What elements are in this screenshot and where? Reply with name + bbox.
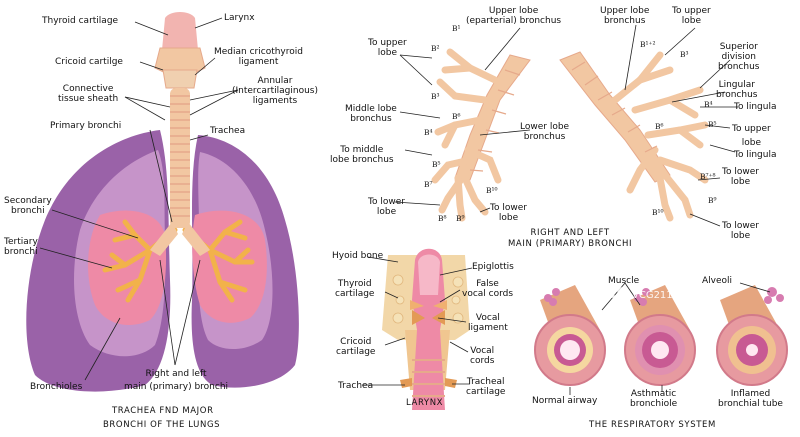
label-larynx-thyroid-cartilage: Thyroid cartilage — [335, 279, 375, 299]
label-to-middle-lobe-bronchus: To middle lobe bronchus — [330, 145, 394, 165]
label-median-cricothyroid-ligament: Median cricothyroid ligament — [214, 47, 303, 67]
caption-larynx: LARYNX — [406, 398, 444, 408]
label-to-lower-lobe-2: To lower lobe — [490, 203, 527, 223]
label-tertiary-bronchi: Tertiary bronchi — [4, 237, 38, 257]
caption-trachea-line1: TRACHEA FND MAJOR — [112, 406, 214, 416]
label-asthmatic-bronchiole: Asthmatic bronchiole — [630, 389, 678, 409]
label-thyroid-cartilage: Thyroid cartilage — [42, 16, 119, 26]
label-vocal-ligament: Vocal ligament — [468, 313, 508, 333]
label-superior-division-bronchus: Superior division bronchus — [718, 42, 760, 72]
label-upper-lobe-bronchus: Upper lobe bronchus — [600, 6, 650, 26]
label-normal-airway: Normal airway — [532, 396, 598, 406]
label-lower-lobe-bronchus: Lower lobe bronchus — [520, 122, 570, 142]
caption-bronchi: RIGHT AND LEFT MAIN (PRIMARY) BRONCHI — [508, 228, 633, 249]
label-to-lingula-2: To lingula — [734, 150, 777, 160]
segment-b3: B³ — [431, 92, 440, 101]
label-vocal-cords: Vocal cords — [470, 346, 495, 366]
label-larynx-trachea: Trachea — [338, 381, 374, 391]
watermark-logo: VCG — [592, 284, 630, 302]
segment-b10: B¹⁰ — [486, 186, 498, 195]
trachea-illustration — [150, 12, 210, 256]
segment-b6: B⁶ — [452, 112, 461, 121]
segment-lb6: B⁶ — [655, 122, 664, 131]
segment-b1: B¹ — [452, 24, 461, 33]
label-to-upper-lobe-2: To upper lobe — [732, 124, 771, 148]
airways-illustration — [534, 285, 788, 386]
trachea-leaders — [39, 17, 239, 381]
label-primary-bronchi: Primary bronchi — [50, 121, 122, 131]
larynx-leaders — [362, 256, 473, 386]
segment-lb3: B³ — [680, 50, 689, 59]
label-larynx: Larynx — [224, 13, 255, 23]
label-annular-ligaments: Annular (Intercartilaginous) ligaments — [232, 76, 318, 106]
segment-b2: B² — [431, 44, 440, 53]
label-trachea: Trachea — [210, 126, 246, 136]
caption-respiratory-system: THE RESPIRATORY SYSTEM — [589, 420, 716, 430]
segment-lb1-2: B¹⁺² — [640, 40, 656, 49]
label-muscle: Muscle — [608, 276, 640, 286]
segment-lb7-8: B⁷⁺⁸ — [700, 172, 716, 181]
label-false-vocal-cords: False vocal cords — [462, 279, 514, 299]
label-alveoli: Alveoli — [702, 276, 733, 286]
segment-b4: B⁴ — [424, 128, 433, 137]
label-right-left-main-bronchi: Right and left main (primary) bronchi — [124, 369, 229, 392]
label-to-lower-lobe-3: To lower lobe — [722, 167, 759, 187]
caption-trachea-line2: BRONCHI OF THE LUNGS — [103, 420, 221, 430]
lungs-illustration — [26, 130, 299, 392]
segment-b5: B⁵ — [432, 160, 441, 169]
label-to-lingula-1: To lingula — [734, 102, 777, 112]
label-bronchioles: Bronchioles — [30, 382, 83, 392]
label-hyoid-bone: Hyoid bone — [332, 251, 384, 261]
label-larynx-cricoid-cartilage: Cricoid cartilage — [336, 337, 376, 357]
label-epiglottis: Epiglottis — [472, 262, 514, 272]
airway-leaders — [569, 282, 771, 395]
bronchi-illustration — [431, 48, 709, 222]
label-to-lower-lobe-4: To lower lobe — [722, 221, 759, 241]
label-to-upper-lobe-right: To upper lobe — [672, 6, 711, 26]
larynx-illustration — [382, 248, 470, 410]
segment-lb4: B⁴ — [704, 100, 713, 109]
segment-lb9: B⁹ — [708, 196, 717, 205]
label-cricoid-cartilage: Cricoid cartilge — [55, 57, 123, 67]
label-secondary-bronchi: Secondary bronchi — [4, 196, 52, 216]
segment-b8: B⁸ — [438, 214, 447, 223]
label-inflamed-bronchial-tube: Inflamed bronchial tube — [718, 389, 783, 409]
segment-b9: B⁹ — [456, 214, 465, 223]
bronchi-leaders — [394, 24, 738, 227]
segment-lb5: B⁵ — [708, 120, 717, 129]
label-middle-lobe-bronchus: Middle lobe bronchus — [345, 104, 397, 124]
label-to-lower-lobe-1: To lower lobe — [368, 197, 405, 217]
segment-b7: B⁷ — [424, 180, 433, 189]
label-to-upper-lobe-left: To upper lobe — [368, 38, 407, 58]
segment-lb10: B¹⁰ — [652, 208, 664, 217]
watermark-text: VCG21123205077 — [632, 290, 724, 301]
label-upper-lobe-eparterial: Upper lobe (eparterial) bronchus — [466, 6, 562, 26]
label-lingular-bronchus: Lingular bronchus — [716, 80, 758, 100]
label-connective-tissue-sheath: Connective tissue sheath — [58, 84, 119, 104]
label-tracheal-cartilage: Tracheal cartilage — [466, 377, 506, 397]
